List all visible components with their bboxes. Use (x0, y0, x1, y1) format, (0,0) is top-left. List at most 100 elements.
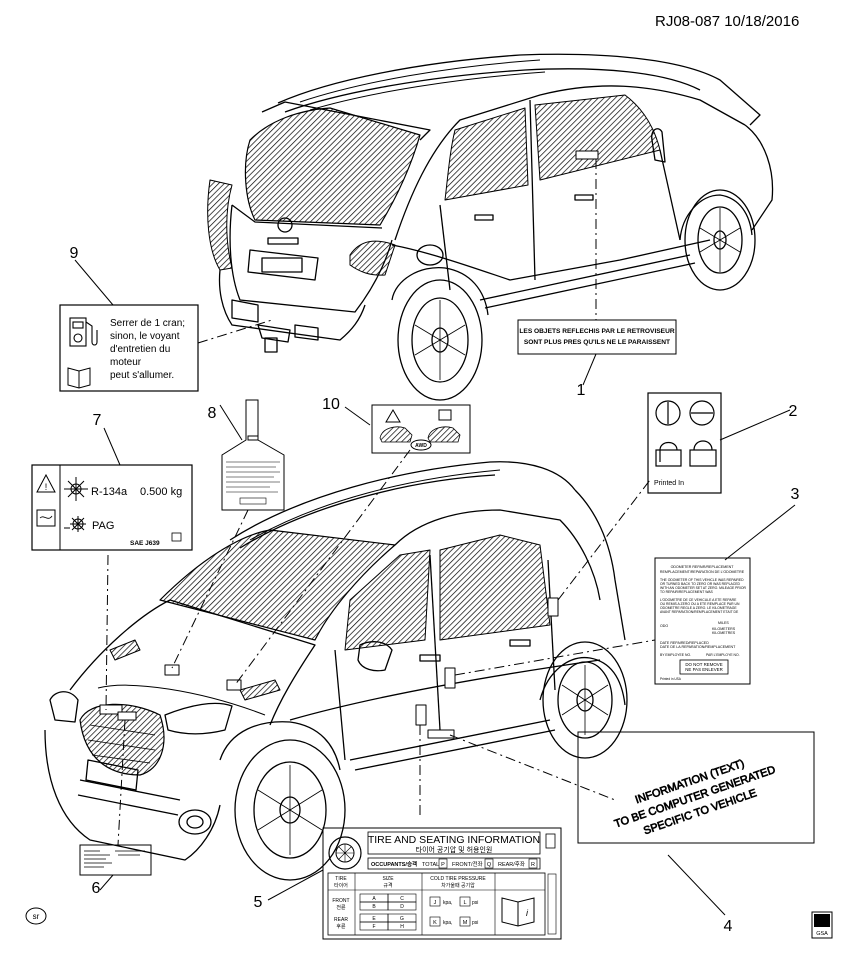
label-5-cell-b: B (372, 904, 376, 910)
svg-text:i: i (526, 908, 529, 918)
label-5-cell-d: D (400, 904, 404, 910)
label-9-line-5: peut s'allumer. (110, 370, 174, 381)
callout-4: 4 (723, 918, 733, 935)
callout-10: 10 (322, 396, 340, 413)
label-3-odo: ODO (660, 624, 668, 628)
callout-2: 2 (788, 403, 798, 420)
gm-logo-text: GM (815, 916, 830, 926)
label-3-km-fr: KILOMETRES (712, 631, 736, 635)
callout-8: 8 (207, 405, 217, 422)
label-7-oil: PAG (92, 520, 114, 532)
label-5-rear: REAR (334, 917, 348, 923)
label-3-employee-1: BY EMPLOYEE NO. (660, 653, 691, 657)
label-7-refrigerant: R-134a (91, 486, 128, 498)
label-5-total: TOTAL (422, 862, 439, 868)
label-5-tire-seating: TIRE AND SEATING INFORMATION 타이어 공기압 및 허… (322, 827, 562, 940)
callout-6: 6 (91, 880, 101, 897)
label-3-para-8: AVANT REPARATION/REMPLACEMENT ETAIT DE (660, 610, 739, 614)
label-5-cold-k: 차가울때 공기압 (441, 882, 475, 889)
label-6-small (79, 844, 152, 876)
label-3-title-2: REMPLACEMENT/REPARATION DE L'ODOMETRE (660, 570, 745, 574)
label-5-k: K (433, 920, 437, 926)
label-5-title: TIRE AND SEATING INFORMATION (368, 834, 540, 846)
leader-lines (74, 159, 796, 916)
label-5-front-k: 전륜 (336, 904, 346, 911)
label-5-tire-k: 타이어 (334, 882, 348, 889)
label-3-para-1: THE ODOMETER OF THIS VEHICLE WAS REPAIRE… (660, 578, 744, 582)
label-3-ne-pas-enlever: NE PAS ENLEVER (685, 667, 723, 672)
label-9-line-1: Serrer de 1 cran; (110, 318, 185, 329)
label-5-cold: COLD TIRE PRESSURE (430, 876, 486, 882)
label-3-do-not-remove: DO NOT REMOVE (685, 662, 722, 667)
label-3-title-1: ODOMETER REPAIR/REPLACEMENT (671, 565, 735, 569)
svg-text:!: ! (45, 482, 48, 492)
label-5-psi-rear: psi (472, 920, 478, 926)
label-5-cell-a: A (372, 896, 376, 902)
callout-3: 3 (790, 486, 800, 503)
label-1-mirror-warning: LES OBJETS REFLECHIS PAR LE RETROVISEUR … (517, 319, 677, 355)
book-icon: i (501, 897, 535, 927)
label-8-hang-tag (221, 399, 285, 511)
label-5-rear-occ: REAR/후좌 (498, 860, 525, 868)
rear-vehicle-view (207, 53, 774, 401)
label-3-miles: MILES (718, 621, 729, 625)
label-3-para-5: L'ODOMETRE DE CE VEHICULE A ETE REPARE (660, 598, 737, 602)
label-3-odometer: ODOMETER REPAIR/REPLACEMENT REMPLACEMENT… (654, 557, 751, 685)
label-5-r: R (531, 862, 535, 868)
sr-mark: sr (25, 907, 47, 925)
label-5-p: P (441, 862, 445, 868)
label-9-fuel-cap: Serrer de 1 cran; sinon, le voyant d'ent… (59, 304, 199, 392)
label-9-line-2: sinon, le voyant (110, 331, 180, 342)
label-5-cell-g: G (400, 916, 404, 922)
label-5-q: Q (487, 862, 492, 868)
label-5-rear-k: 후륜 (336, 924, 346, 930)
label-1-line-1: LES OBJETS REFLECHIS PAR LE RETROVISEUR (519, 328, 674, 335)
callout-5: 5 (253, 894, 263, 911)
label-5-cell-e: E (372, 916, 376, 922)
label-2-child-lock: Printed In (647, 392, 722, 494)
label-3-para-7: ODOMETRE REGLE A ZERO. LE KILOMETRAGE (660, 606, 737, 610)
front-vehicle-view (44, 461, 628, 881)
drawing-reference: RJ08-087 10/18/2016 (655, 13, 800, 30)
label-5-front: FRONT (332, 898, 349, 904)
label-5-cell-f: F (372, 924, 375, 930)
label-5-cell-c: C (400, 896, 404, 902)
callout-9: 9 (69, 245, 79, 262)
label-1-line-2: SONT PLUS PRES QU'ILS NE LE PARAISSENT (524, 339, 670, 346)
label-7-std: SAE J639 (130, 540, 160, 547)
label-7-refrigerant: ! R-134a 0.500 kg PAG SAE J639 (31, 464, 193, 551)
label-5-occupants: OCCUPANTS/승객 (371, 860, 417, 868)
sr-text: sr (33, 912, 40, 921)
label-3-para-2: OR TURNED BACK TO ZERO OR WAS REPLACED (660, 582, 740, 586)
label-2-printed-in: Printed In (654, 480, 684, 487)
label-9-line-3: d'entretien du (110, 344, 170, 355)
callout-7: 7 (92, 412, 102, 429)
label-5-front-occ: FRONT/전좌 (452, 860, 483, 868)
label-4-computer-generated: INFORMATION (TEXT) TO BE COMPUTER GENERA… (577, 731, 815, 844)
callout-1: 1 (576, 382, 586, 399)
label-7-amount: 0.500 kg (140, 486, 182, 498)
label-3-para-4: TO REPAIR/REPLACEMENT WAS (660, 590, 714, 594)
label-3-date-2: DATE DE LA REPARATION/REMPLACEMENT (660, 645, 736, 649)
manual-icon (67, 367, 91, 389)
gm-logo-sub: GSA (816, 931, 828, 937)
label-3-para-3: WITH AN ODOMETER SET AT ZERO. MILEAGE PR… (660, 586, 746, 590)
gm-logo: GM GSA (811, 911, 833, 939)
label-10-awd: AWD (371, 404, 471, 454)
label-5-size-k: 규격 (383, 882, 392, 889)
label-3-para-6: OU REMIS A ZERO OU A ETE REMPLACE PAR UN (660, 602, 740, 606)
label-5-psi-front: psi (472, 900, 478, 906)
label-3-printed: Printed in USA (660, 677, 682, 681)
label-5-l: L (463, 900, 466, 906)
label-3-date-1: DATE REPAIRED/REPLACED (660, 641, 709, 645)
fuel-pump-icon (69, 317, 98, 347)
label-3-employee-2: PAR L'EMPLOYE NO. (706, 653, 740, 657)
label-5-kpa-front: kpa, (443, 900, 452, 906)
label-5-tire: TIRE (335, 876, 347, 882)
label-3-km: KILOMETERS (712, 627, 736, 631)
label-5-cell-h: H (400, 924, 404, 930)
label-9-line-4: moteur (110, 357, 142, 368)
label-5-m: M (463, 920, 468, 926)
